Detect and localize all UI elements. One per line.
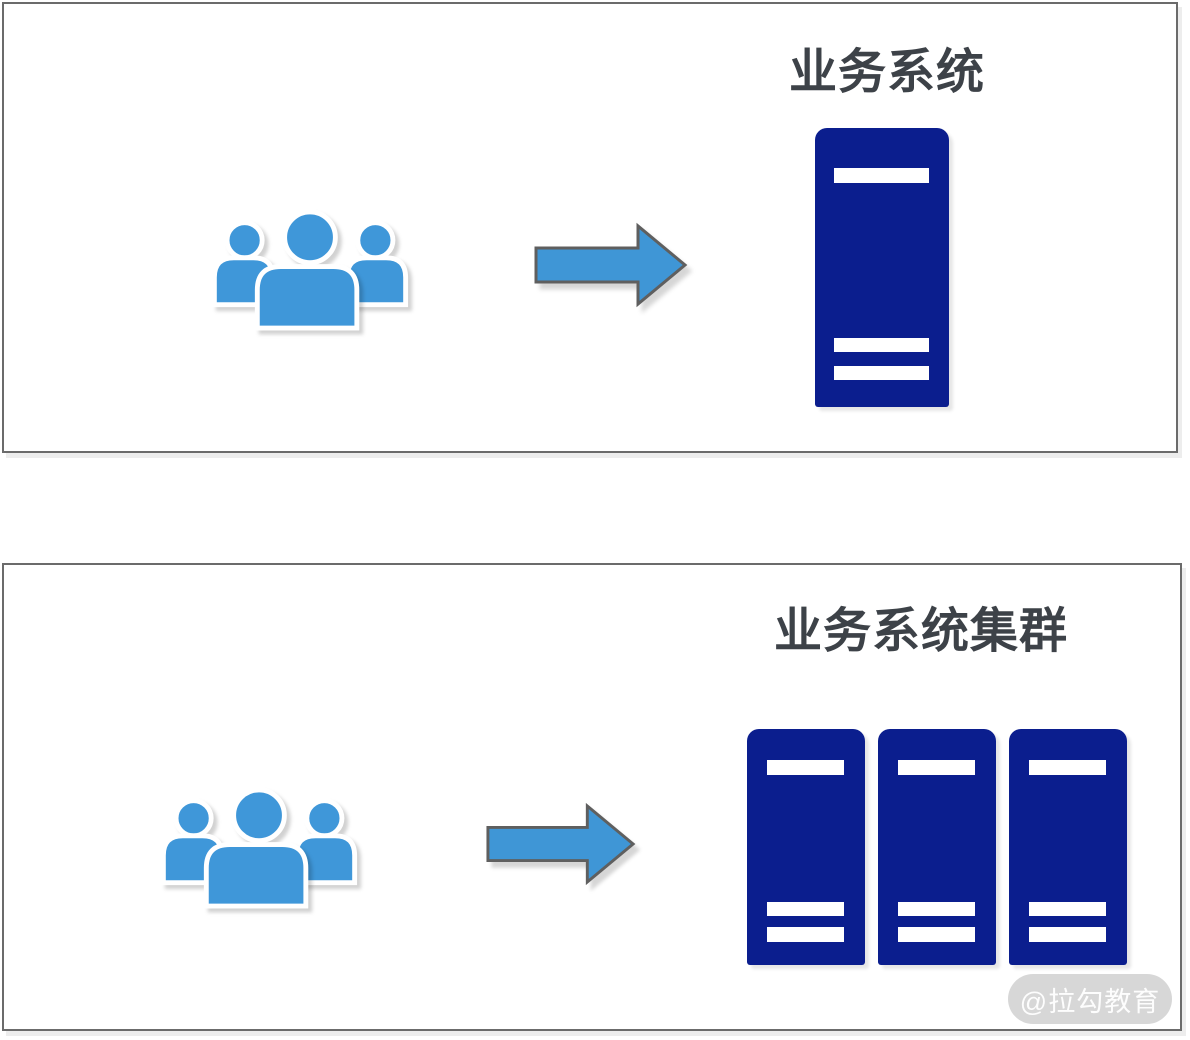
server-tower-icon	[1009, 729, 1127, 965]
server-stripe	[898, 927, 975, 942]
watermark-text: @拉勾教育	[1019, 986, 1161, 1017]
person-body	[254, 264, 360, 331]
server-cluster	[747, 729, 1127, 965]
users-group-icon	[160, 787, 358, 909]
server-tower-icon	[747, 729, 865, 965]
server-stripe	[767, 927, 844, 942]
panel-title: 业务系统	[788, 46, 985, 99]
person-head	[355, 220, 396, 261]
panel-single-system: 业务系统	[2, 2, 1178, 453]
right-arrow-icon	[534, 222, 688, 308]
server-stripe	[834, 338, 929, 352]
right-arrow-icon	[486, 802, 636, 886]
panel-title: 业务系统集群	[773, 605, 1068, 658]
person-body	[203, 842, 309, 909]
panel-cluster: 业务系统集群	[2, 563, 1182, 1031]
person-head	[173, 798, 214, 839]
arrow-shape	[486, 802, 636, 886]
person-head	[282, 209, 338, 266]
person-head	[231, 787, 287, 844]
server-tower-icon	[815, 128, 949, 407]
users-group-icon	[211, 209, 409, 331]
server-stripe	[898, 902, 975, 916]
watermark-badge: @拉勾教育	[1008, 974, 1172, 1024]
person-head	[304, 798, 345, 839]
server-stripe	[767, 760, 844, 775]
server-tower-icon	[878, 729, 996, 965]
arrow-shape	[534, 222, 688, 308]
server-stripe	[898, 760, 975, 775]
server-stripe	[834, 366, 929, 380]
server-stripe	[1029, 902, 1106, 916]
person-head	[224, 220, 265, 261]
server-stripe	[834, 168, 929, 183]
server-stripe	[767, 902, 844, 916]
server-stripe	[1029, 760, 1106, 775]
server-stripe	[1029, 927, 1106, 942]
